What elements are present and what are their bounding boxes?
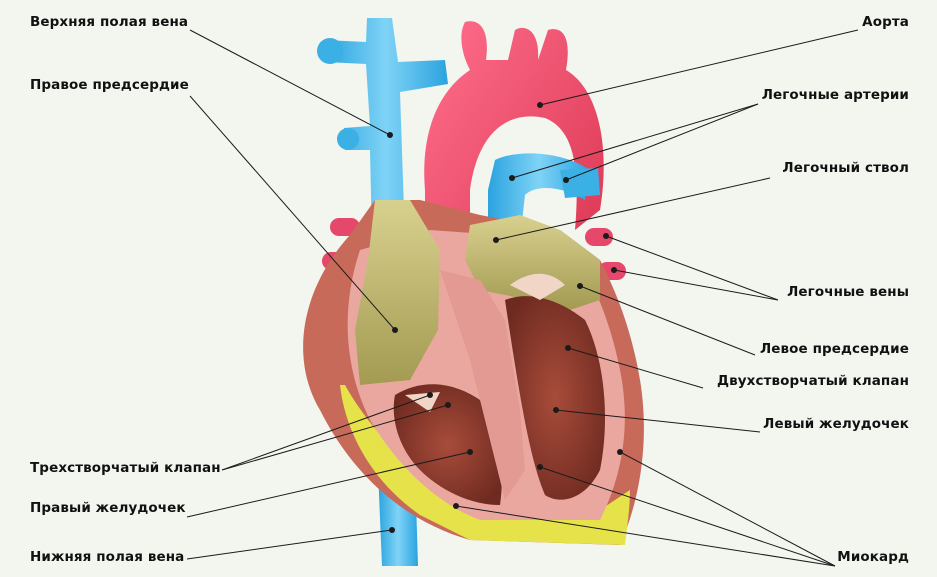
label-superior-vena-cava: Верхняя полая вена: [30, 14, 189, 30]
leader-lines: [186, 29, 859, 567]
label-aorta: Аорта: [862, 14, 909, 30]
label-left-ventricle: Левый желудочек: [763, 416, 909, 432]
heart-body: [303, 200, 644, 545]
superior-vena-cava-shape: [317, 18, 448, 240]
label-mitral-valve: Двухстворчатый клапан: [717, 373, 909, 389]
label-pulmonary-trunk: Легочный ствол: [782, 160, 909, 176]
label-inferior-vena-cava: Нижняя полая вена: [30, 549, 185, 565]
label-left-atrium: Левое предсердие: [759, 341, 909, 357]
label-right-ventricle: Правый желудочек: [30, 500, 186, 516]
label-tricuspid-valve: Трехстворчатый клапан: [30, 460, 221, 476]
label-pulmonary-arteries: Легочные артерии: [761, 87, 909, 103]
label-pulmonary-veins: Легочные вены: [787, 284, 909, 300]
label-right-atrium: Правое предсердие: [30, 77, 189, 93]
label-myocardium: Миокард: [837, 549, 909, 565]
